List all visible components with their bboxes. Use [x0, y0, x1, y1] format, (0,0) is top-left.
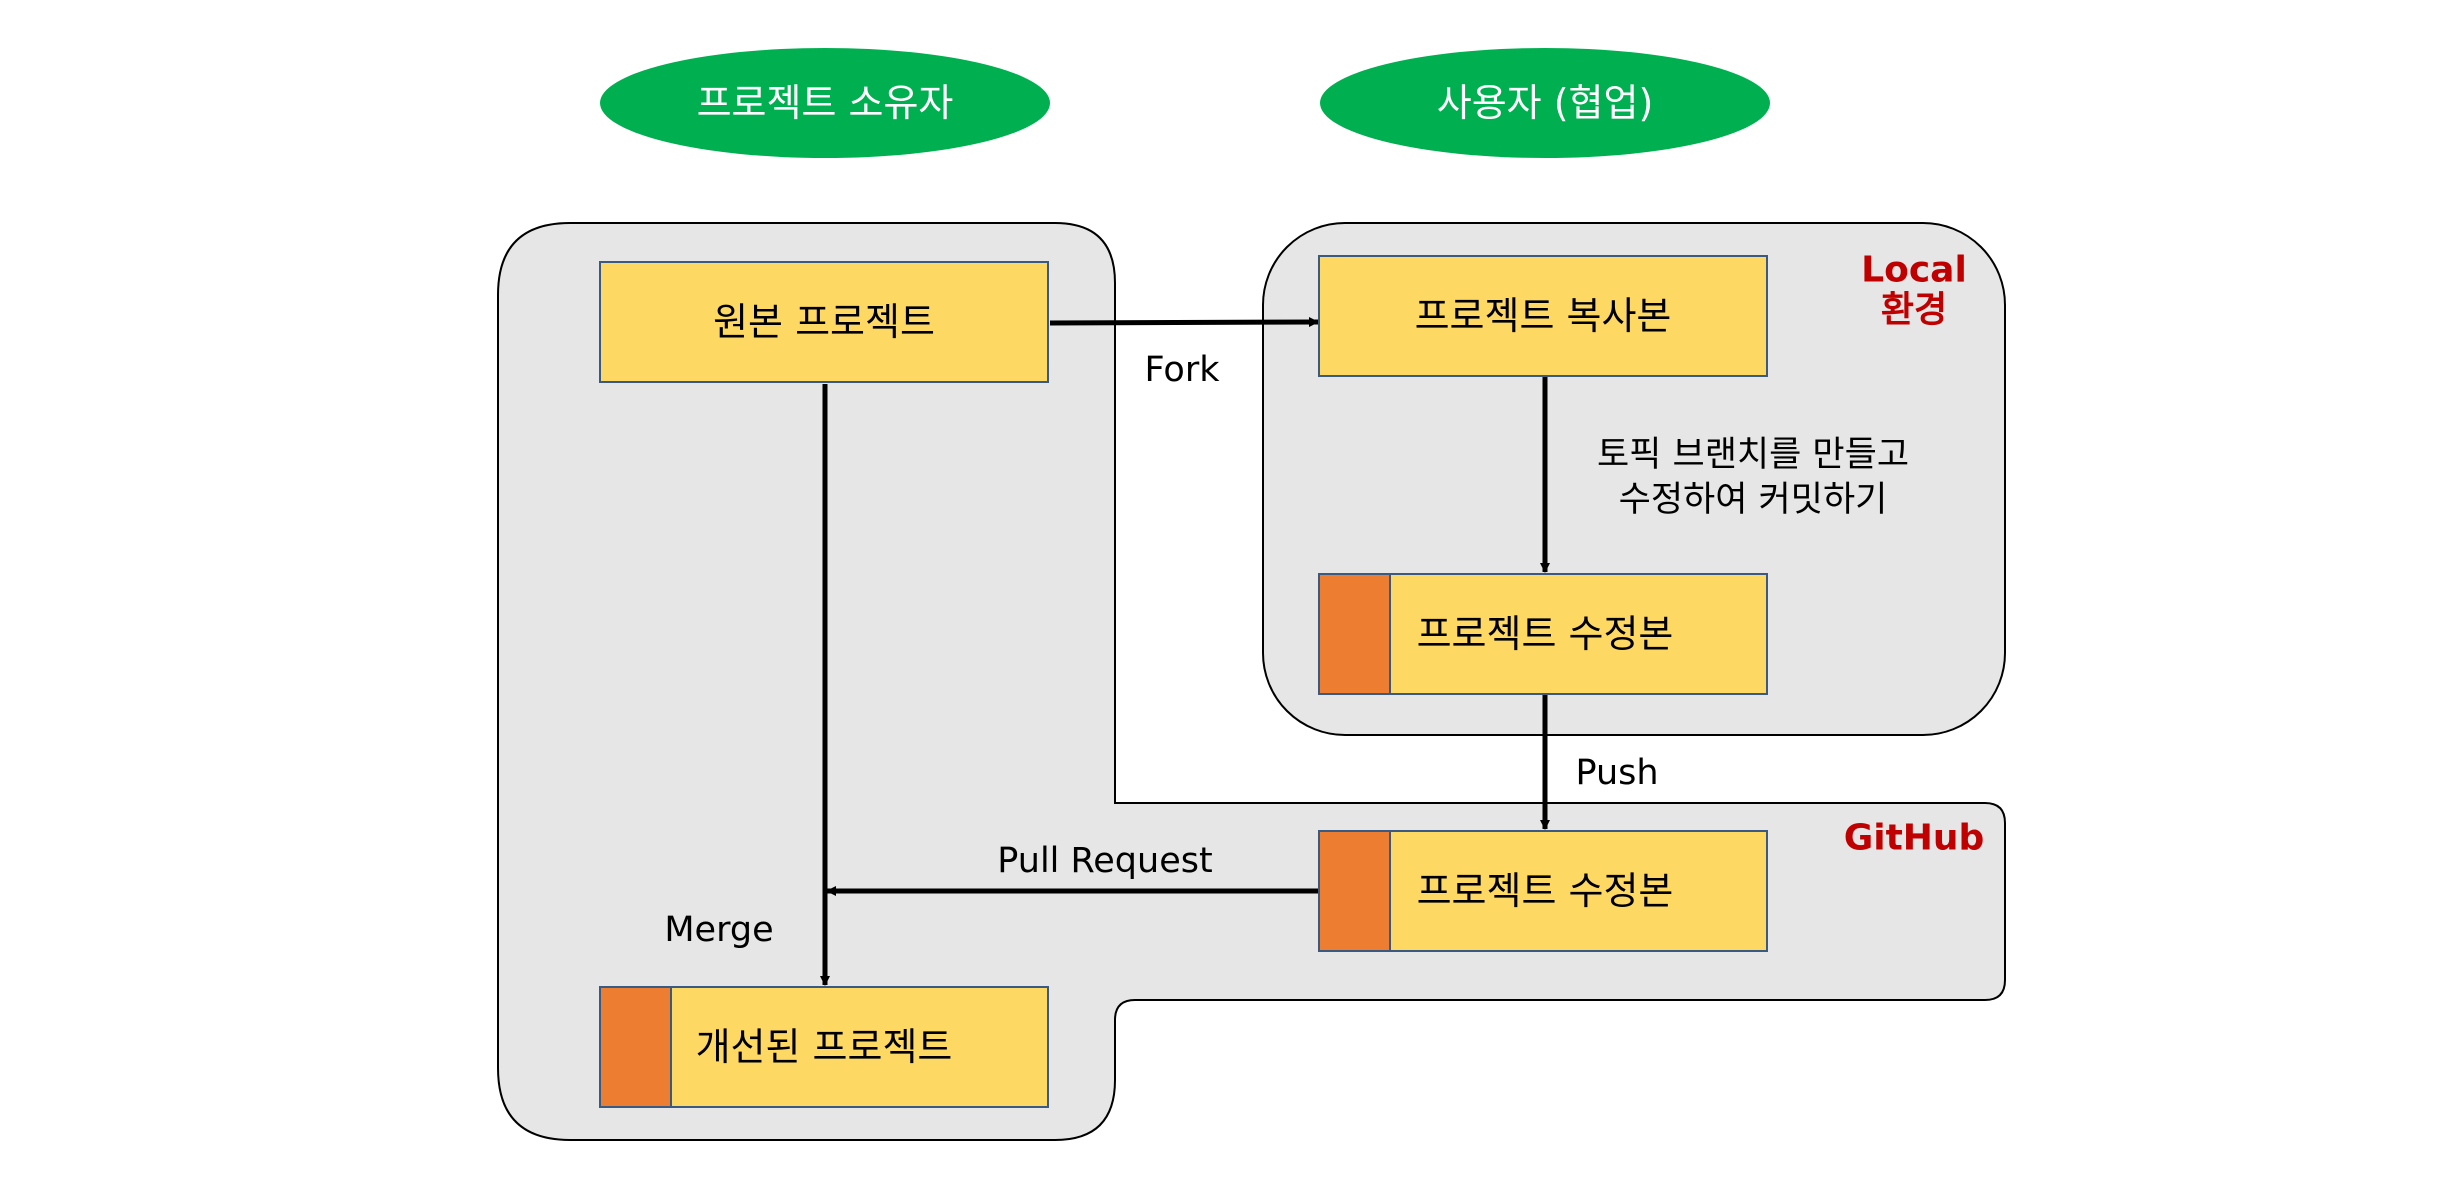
modified-github-accent — [1318, 830, 1391, 952]
modified-github-label: 프로젝트 수정본 — [1417, 869, 1674, 913]
original-project-box: 원본 프로젝트 — [599, 261, 1049, 383]
modified-github-box: 프로젝트 수정본 — [1318, 830, 1768, 952]
role-owner: 프로젝트 소유자 — [600, 48, 1050, 158]
improved-project-box: 개선된 프로젝트 — [599, 986, 1049, 1108]
original-project-rect — [599, 261, 1049, 383]
github-env-label: GitHub — [1844, 818, 1985, 859]
role-owner-label: 프로젝트 소유자 — [697, 81, 954, 125]
fork-arrow — [1049, 317, 1319, 328]
topic-branch-label-line2: 수정하여 커밋하기 — [1619, 480, 1888, 520]
fork-label: Fork — [1145, 350, 1221, 390]
project-copy-rect — [1318, 255, 1768, 377]
role-owner-ellipse — [600, 48, 1050, 158]
merge-label: Merge — [664, 910, 773, 950]
role-user-label: 사용자 (협업) — [1437, 81, 1654, 125]
push-label: Push — [1575, 753, 1658, 793]
role-user-ellipse — [1320, 48, 1770, 158]
project-copy-label: 프로젝트 복사본 — [1415, 294, 1672, 338]
project-copy-box: 프로젝트 복사본 — [1318, 255, 1768, 377]
modified-github-rect — [1318, 830, 1768, 952]
modified-local-box: 프로젝트 수정본 — [1318, 573, 1768, 695]
original-project-label: 원본 프로젝트 — [713, 300, 935, 344]
pull-request-label: Pull Request — [997, 841, 1212, 881]
modified-local-rect — [1318, 573, 1768, 695]
improved-project-label: 개선된 프로젝트 — [696, 1025, 953, 1069]
topic-branch-label-line1: 토픽 브랜치를 만들고 — [1597, 435, 1909, 475]
role-user: 사용자 (협업) — [1320, 48, 1770, 158]
improved-project-accent — [599, 986, 672, 1108]
local-env-label-line1: Local — [1861, 250, 1967, 291]
modified-local-label: 프로젝트 수정본 — [1417, 612, 1674, 656]
improved-project-rect — [599, 986, 1049, 1108]
modified-local-accent — [1318, 573, 1391, 695]
local-env-label-line2: 환경 — [1881, 290, 1947, 331]
